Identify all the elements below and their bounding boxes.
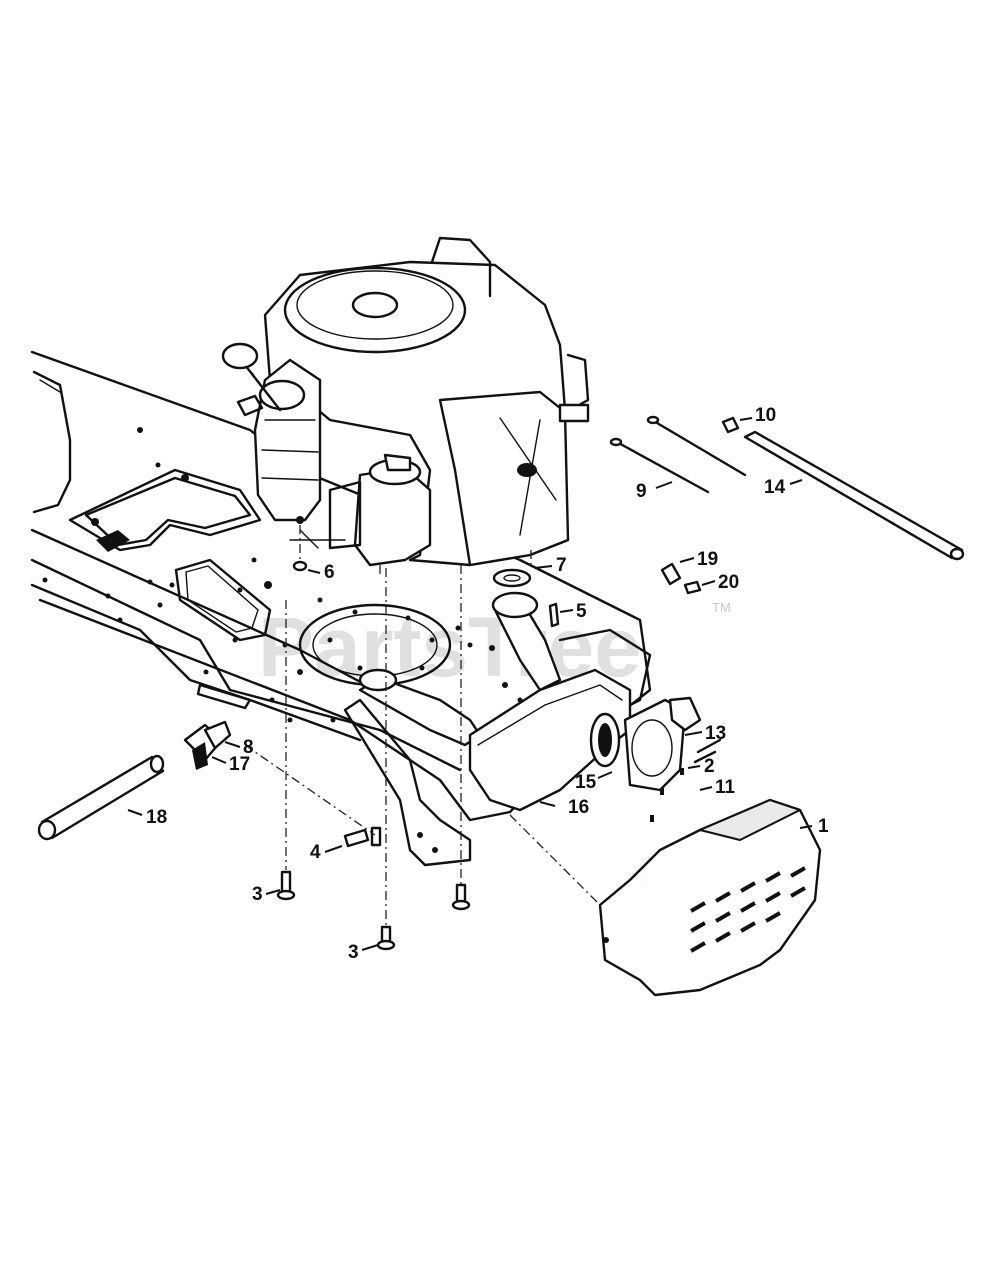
washer-6 (292, 560, 308, 572)
guard-slots (690, 866, 806, 953)
rod-14 (743, 430, 965, 561)
callout-3-left: 3 (252, 884, 263, 905)
callout-19: 19 (697, 549, 718, 570)
callout-15: 15 (575, 772, 597, 793)
callout-5: 5 (576, 601, 587, 622)
engine-assembly (221, 236, 590, 567)
callout-1: 1 (818, 816, 829, 837)
callout-11: 11 (715, 777, 736, 798)
cap-10 (721, 416, 740, 434)
callout-8: 8 (243, 737, 254, 758)
callout-18: 18 (146, 807, 167, 828)
callout-4: 4 (310, 842, 321, 863)
bolt-4 (343, 828, 370, 848)
hose-18 (37, 754, 165, 841)
callout-17: 17 (229, 754, 250, 775)
exhaust-pipe (358, 591, 562, 747)
watermark-trademark: TM (712, 600, 731, 615)
bolt-3-center (376, 925, 396, 951)
callout-3-center: 3 (348, 942, 359, 963)
callout-16: 16 (568, 797, 589, 818)
clip-19 (660, 562, 682, 586)
callouts: 1 2 3 3 4 5 6 7 8 9 10 11 13 14 15 16 17 (127, 405, 829, 963)
bolt-3-right (451, 883, 471, 911)
callout-20: 20 (718, 572, 739, 593)
callout-10: 10 (755, 405, 776, 426)
gasket-7 (492, 568, 532, 588)
fuel-fitting-8 (183, 720, 232, 770)
muffler-guard (598, 798, 822, 997)
muffler-bracket (668, 696, 702, 732)
callout-14: 14 (764, 477, 786, 498)
callout-9: 9 (636, 481, 647, 502)
callout-6: 6 (324, 562, 335, 583)
screw-20 (683, 580, 702, 595)
muffler (468, 668, 632, 812)
callout-7: 7 (556, 555, 567, 576)
frame-holes (42, 427, 523, 723)
assembly-lines (244, 525, 601, 925)
bolt-5 (548, 602, 560, 628)
cable-tie-9 (613, 439, 710, 494)
bolt-3-left (276, 870, 296, 901)
callout-2: 2 (704, 756, 715, 777)
cable-tie-upper (650, 418, 747, 477)
callout-13: 13 (705, 723, 726, 744)
